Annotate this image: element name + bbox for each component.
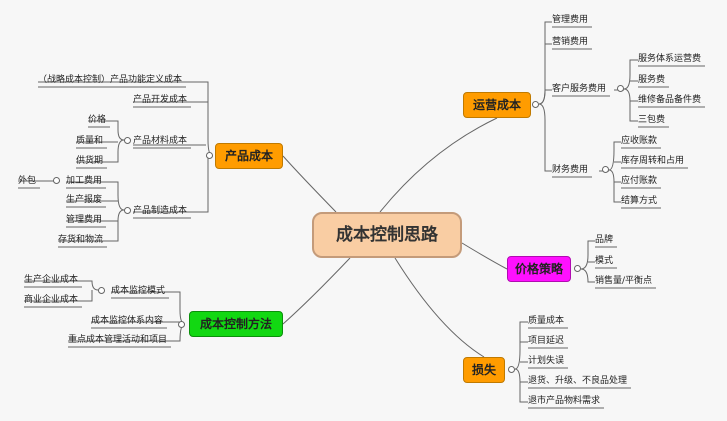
collapse-dot-monitoring-mode[interactable] (98, 287, 105, 294)
leaf-manufacturing-enterprise-cost[interactable]: 生产企业成本 (24, 275, 79, 285)
leaf-spare-parts-cost[interactable]: 维修备品备件费 (638, 95, 702, 105)
collapse-dot-customer-service[interactable] (617, 85, 624, 92)
branch-operating-cost[interactable]: 运营成本 (463, 92, 531, 118)
link-cs-2 (623, 88, 638, 102)
collapse-dot-methods[interactable] (178, 321, 185, 328)
leaf-inventory-logistics[interactable]: 存货和物流 (58, 235, 104, 245)
link-price-volume (580, 268, 595, 283)
link-product-manufacturing (133, 155, 209, 213)
leaf-marketing-expense[interactable]: 营销费用 (552, 37, 589, 47)
leaf-development-cost[interactable]: 产品开发成本 (133, 95, 188, 105)
leaf-management-fee[interactable]: 管理费用 (66, 215, 103, 225)
link-loss-4 (519, 382, 528, 403)
leaf-management-expense[interactable]: 管理费用 (552, 15, 589, 25)
leaf-finance-expense[interactable]: 财务费用 (552, 165, 589, 175)
leaf-key-cost-activities[interactable]: 重点成本管理活动和项目 (68, 335, 168, 345)
link-operating-customer (538, 89, 552, 105)
collapse-dot-loss[interactable] (508, 366, 515, 373)
leaf-receivables[interactable]: 应收账款 (621, 136, 658, 146)
link-loss-3 (514, 368, 528, 383)
leaf-returns-upgrade-defects[interactable]: 退货、升级、不良品处理 (528, 376, 628, 386)
link-center-methods (282, 257, 351, 325)
link-fin-2 (608, 169, 621, 183)
leaf-warranty-cost[interactable]: 三包费 (638, 115, 666, 125)
collapse-dot-outsourcing[interactable] (53, 177, 60, 184)
leaf-quality-cost[interactable]: 质量成本 (528, 316, 565, 326)
link-center-product (282, 155, 337, 213)
leaf-function-definition-cost[interactable]: （战略成本控制）产品功能定义成本 (38, 75, 183, 85)
leaf-outsourcing[interactable]: 外包 (18, 176, 37, 186)
leaf-brand[interactable]: 品牌 (595, 235, 614, 245)
link-mode-0 (24, 280, 99, 291)
link-fin-0 (608, 141, 621, 171)
leaf-manufacturing-cost[interactable]: 产品制造成本 (133, 206, 188, 216)
link-fin-3 (613, 182, 621, 203)
link-operating-management (538, 21, 552, 105)
branch-price-strategy[interactable]: 价格策略 (507, 256, 571, 282)
collapse-dot-manufacturing[interactable] (124, 207, 131, 214)
leaf-service-fee[interactable]: 服务费 (638, 75, 666, 85)
branch-cost-control-methods[interactable]: 成本控制方法 (189, 311, 283, 337)
link-cs-3 (629, 101, 638, 122)
collapse-dot-price[interactable] (574, 265, 581, 272)
link-cs-0 (623, 59, 638, 90)
leaf-sales-volume-breakeven[interactable]: 销售量/平衡点 (595, 276, 653, 286)
collapse-dot-operating[interactable] (532, 101, 539, 108)
collapse-dot-product[interactable] (206, 152, 213, 159)
leaf-processing-cost[interactable]: 加工费用 (66, 176, 103, 186)
leaf-production-scrap[interactable]: 生产报废 (66, 195, 103, 205)
leaf-planning-error[interactable]: 计划失误 (528, 356, 565, 366)
link-product-material (133, 144, 208, 157)
leaf-inventory-turnover[interactable]: 库存周转和占用 (621, 156, 685, 166)
collapse-dot-materials[interactable] (124, 137, 131, 144)
link-operating-finance (538, 103, 552, 172)
center-topic[interactable]: 成本控制思路 (312, 212, 462, 258)
leaf-payables[interactable]: 应付账款 (621, 176, 658, 186)
branch-product-cost[interactable]: 产品成本 (215, 143, 283, 169)
leaf-discontinued-material-demand[interactable]: 退市产品物料需求 (528, 396, 601, 406)
leaf-commercial-enterprise-cost[interactable]: 商业企业成本 (24, 295, 79, 305)
leaf-settlement-method[interactable]: 结算方式 (621, 196, 658, 206)
leaf-model[interactable]: 模式 (595, 256, 614, 266)
leaf-delivery-period[interactable]: 供货期 (76, 156, 104, 166)
link-center-operating (379, 117, 498, 213)
leaf-monitoring-system-content[interactable]: 成本监控体系内容 (91, 316, 164, 326)
branch-loss[interactable]: 损失 (463, 357, 505, 383)
leaf-service-system-cost[interactable]: 服务体系运营费 (638, 54, 702, 64)
leaf-material-cost[interactable]: 产品材料成本 (133, 136, 188, 146)
link-center-price (461, 242, 508, 270)
link-center-loss (394, 257, 485, 358)
leaf-quality[interactable]: 质量和 (76, 136, 104, 146)
leaf-price[interactable]: 价格 (88, 115, 107, 125)
leaf-cost-monitoring-mode[interactable]: 成本监控模式 (111, 286, 166, 296)
leaf-customer-service-expense[interactable]: 客户服务费用 (552, 84, 607, 94)
link-mode-1 (24, 290, 93, 302)
leaf-project-delay[interactable]: 项目延迟 (528, 336, 565, 346)
link-price-brand (580, 240, 595, 270)
link-mat-2 (76, 139, 125, 163)
link-manu-3 (58, 221, 119, 242)
collapse-dot-finance[interactable] (602, 166, 609, 173)
link-manu-2 (66, 209, 125, 222)
